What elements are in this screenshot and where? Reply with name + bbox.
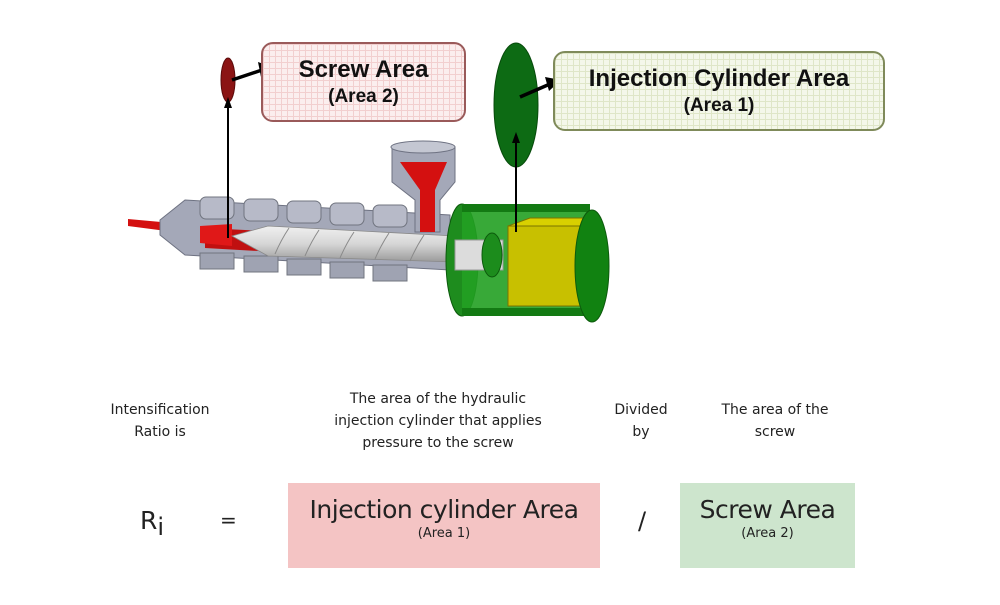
cylinder-area-subtitle: (Area 1) [683,95,755,116]
screw-area-callout: Screw Area (Area 2) [261,42,466,122]
numerator-label: Injection cylinder Area [309,495,579,524]
cylinder-area-callout: Injection Cylinder Area (Area 1) [553,51,885,131]
hopper [390,140,456,233]
ratio-symbol: Ri [140,506,164,541]
denominator-label: Screw Area [699,495,836,524]
numerator-box: Injection cylinder Area (Area 1) [288,483,600,568]
equals-sign: = [220,508,237,532]
operator-description: Divided by [614,402,668,440]
denominator-box: Screw Area (Area 2) [680,483,855,568]
cylinder-area-marker [493,42,561,232]
cylinder-area-title: Injection Cylinder Area [588,65,850,92]
numerator-description: The area of the hydraulic injection cyli… [334,391,542,451]
denominator-sub: (Area 2) [741,526,794,541]
ratio-label: Intensification Ratio is [110,402,210,440]
screw-area-subtitle: (Area 2) [328,86,399,107]
injection-unit-illustration [128,42,610,323]
denominator-description: The area of the screw [721,402,829,440]
hydraulic-cylinder [445,203,610,323]
screw [230,225,456,263]
ratio-symbol-letter: R [140,506,158,535]
screw-area-title: Screw Area [298,56,429,83]
divide-sign: / [638,507,647,535]
numerator-sub: (Area 1) [417,526,471,541]
ratio-symbol-subscript: i [157,513,165,541]
